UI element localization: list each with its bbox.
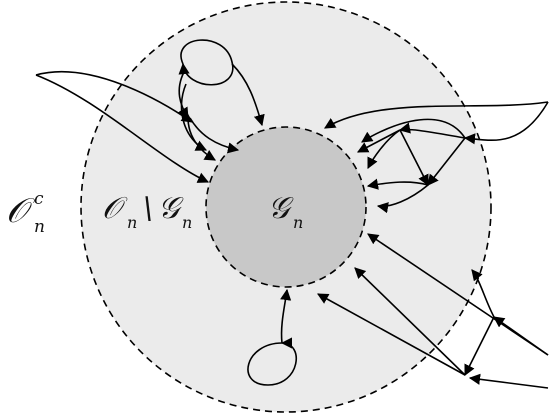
svg-text:n: n [293,213,303,232]
edge-loop-down-2 [231,63,265,127]
edge-r-6 [366,178,429,190]
svg-text:c: c [34,189,44,209]
edge-br-6 [317,293,466,376]
edge-bottom-up [280,288,292,344]
svg-text:n: n [127,213,137,232]
svg-text:𝒪: 𝒪 [6,191,35,231]
svg-text:n: n [34,217,45,237]
edge-r-7 [376,184,429,214]
edge-r-1 [398,122,466,139]
label-O-minus-G: 𝒪 n \ 𝒢 n [102,191,192,232]
top-left-cluster [35,39,265,183]
edge-br-3 [464,316,495,377]
edge-outside-left [35,70,193,123]
edge-r-top [324,101,549,129]
edge-br-7 [471,269,495,318]
bottom-cluster [247,288,298,386]
edge-r-5 [427,137,466,186]
edge-br-5 [354,267,466,376]
edge-tl-3 [180,83,208,151]
edge-r-out-in [463,101,549,145]
edge-outside-left-2 [35,74,210,183]
self-loop-bottom [247,337,298,386]
edge-br-4 [468,373,549,389]
self-loop-top-left [178,39,234,86]
label-O-complement: 𝒪 c n [6,189,45,237]
edge-r-3 [367,129,401,170]
edge-r-2 [357,129,401,153]
svg-text:\: \ [143,191,153,226]
edge-r-4 [399,129,429,186]
edge-r-8 [361,118,466,143]
edge-br-2 [493,316,549,356]
bottom-right-cluster [317,233,549,389]
right-cluster [324,101,549,214]
svg-text:n: n [182,213,192,232]
core-region-G [205,126,367,288]
